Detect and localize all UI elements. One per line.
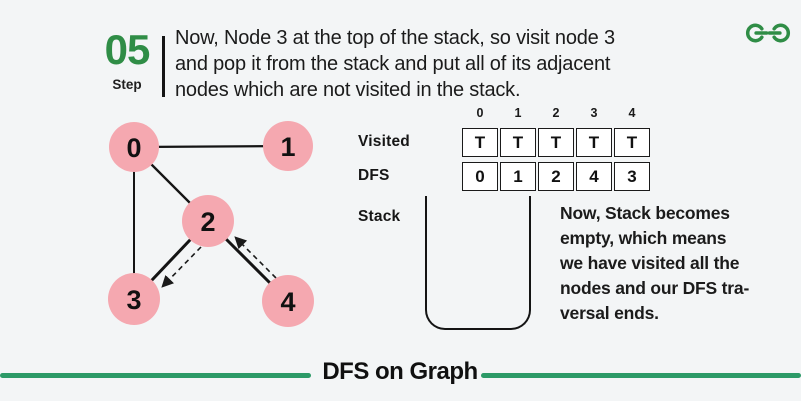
node-0-label: 0 <box>126 133 141 163</box>
traversal-arrows <box>161 236 277 288</box>
visited-cell: T <box>614 128 650 157</box>
node-3-label: 3 <box>126 285 141 315</box>
footer-rule-right <box>481 373 801 378</box>
result-note-line-2: empty, which means <box>560 228 727 248</box>
dfs-cell: 4 <box>576 162 612 191</box>
graph-nodes: 0 1 2 3 4 <box>108 121 314 327</box>
node-3 <box>108 273 160 325</box>
visited-cell: T <box>538 128 574 157</box>
dfs-cell: 0 <box>462 162 498 191</box>
dfs-cell: 2 <box>538 162 574 191</box>
geeksforgeeks-logo-icon <box>740 14 796 57</box>
step-description-line-2: and pop it from the stack and put all of… <box>175 53 611 75</box>
node-1 <box>263 121 313 171</box>
footer-title: DFS on Graph <box>322 358 478 385</box>
dfs-graph-diagram: 0 1 2 3 4 <box>108 121 314 327</box>
index-label: 3 <box>590 106 598 120</box>
node-2-label: 2 <box>200 207 215 237</box>
step-divider <box>162 36 165 97</box>
visited-array-label: Visited <box>358 133 410 150</box>
result-note-line-4: nodes and our DFS tra- <box>560 278 750 298</box>
footer-rule-left <box>0 373 311 378</box>
step-number: 05 <box>104 26 151 73</box>
index-label: 0 <box>476 106 484 120</box>
result-note-line-1: Now, Stack becomes <box>560 203 730 223</box>
node-0 <box>109 122 159 172</box>
dfs-cell: 3 <box>614 162 650 191</box>
index-label: 4 <box>628 106 636 120</box>
arrow-2-to-3 <box>161 246 202 288</box>
node-4-label: 4 <box>280 287 295 317</box>
visited-cell: T <box>500 128 536 157</box>
visited-cell: T <box>462 128 498 157</box>
visited-cell: T <box>576 128 612 157</box>
node-4 <box>262 275 314 327</box>
stack-container-shape <box>425 196 531 330</box>
result-note-line-5: versal ends. <box>560 303 659 323</box>
dfs-array-label: DFS <box>358 167 390 184</box>
step-description-line-3: nodes which are not visited in the stack… <box>175 79 521 101</box>
array-index-row: 0 1 2 3 4 <box>462 106 650 120</box>
index-label: 1 <box>514 106 522 120</box>
node-2 <box>182 195 234 247</box>
node-1-label: 1 <box>280 132 295 162</box>
dfs-array: 0 1 2 4 3 <box>462 162 650 191</box>
result-note: Now, Stack becomes empty, which means we… <box>560 201 749 326</box>
result-note-line-3: we have visited all the <box>560 253 740 273</box>
dfs-cell: 1 <box>500 162 536 191</box>
arrow-4-to-2 <box>234 236 277 279</box>
step-description: Now, Node 3 at the top of the stack, so … <box>175 25 615 103</box>
visited-array: T T T T T <box>462 128 650 157</box>
edge-0-1 <box>133 144 289 149</box>
step-label: Step <box>112 77 142 92</box>
step-description-line-1: Now, Node 3 at the top of the stack, so … <box>175 27 615 49</box>
stack-label: Stack <box>358 208 401 225</box>
index-label: 2 <box>552 106 560 120</box>
